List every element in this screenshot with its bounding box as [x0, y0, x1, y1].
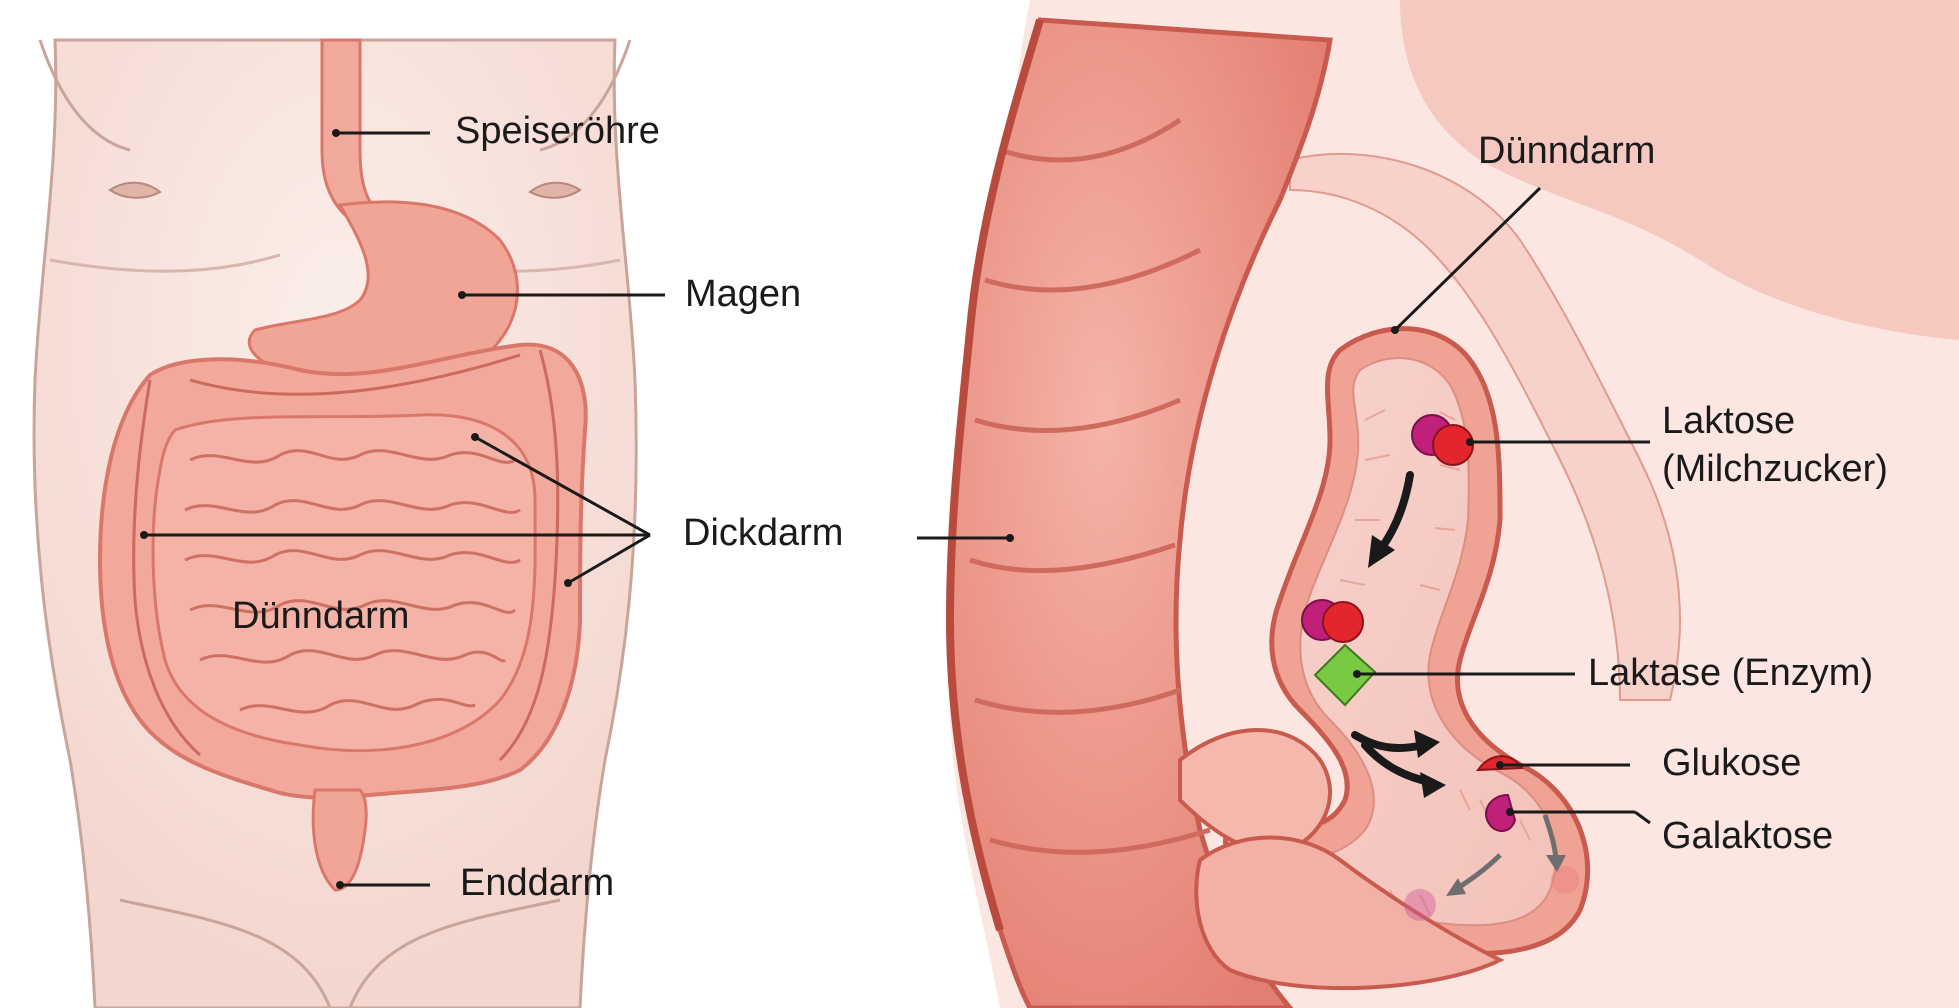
- label-laktose: Laktose: [1662, 400, 1795, 444]
- label-galaktose: Galaktose: [1662, 815, 1833, 859]
- lactose-molecule-mid: [1302, 600, 1363, 642]
- label-enddarm: Enddarm: [460, 862, 614, 906]
- small-intestine-organ: [153, 415, 535, 751]
- label-laktase: Laktase (Enzym): [1588, 652, 1873, 696]
- label-magen: Magen: [685, 273, 801, 317]
- label-glukose: Glukose: [1662, 742, 1801, 786]
- label-duenndarm-right: Dünndarm: [1478, 130, 1655, 174]
- label-speiseroehre: Speiseröhre: [455, 110, 660, 154]
- label-milchzucker: (Milchzucker): [1662, 448, 1888, 492]
- label-dickdarm: Dickdarm: [683, 512, 843, 556]
- label-duenndarm-left: Dünndarm: [232, 595, 409, 639]
